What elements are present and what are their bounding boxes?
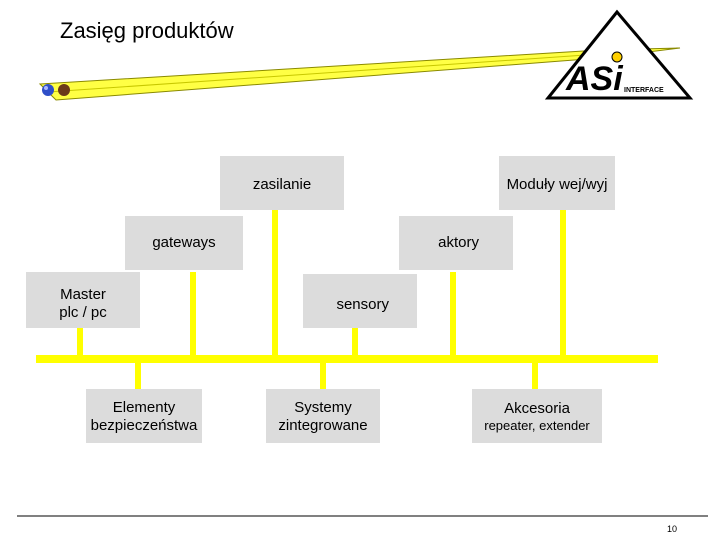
bus-lines bbox=[36, 210, 658, 390]
box-aktory-label: aktory bbox=[438, 234, 479, 251]
asi-logo: ASi INTERFACE bbox=[544, 9, 694, 100]
box-elementy-line2: bezpieczeństwa bbox=[90, 417, 198, 434]
box-moduly: Moduły wej/wyj bbox=[499, 156, 615, 210]
box-systemy-line2: zintegrowane bbox=[278, 417, 368, 434]
box-zasilanie: zasilanie bbox=[220, 156, 344, 210]
blue-wire-icon bbox=[42, 84, 54, 96]
box-zasilanie-label: zasilanie bbox=[252, 176, 312, 193]
box-sensory: sensory bbox=[303, 274, 417, 328]
box-master-line2: plc / pc bbox=[59, 304, 107, 321]
box-sensory-label: sensory bbox=[336, 296, 389, 313]
box-akcesoria-line1: Akcesoria bbox=[504, 400, 570, 417]
logo-subtext: INTERFACE bbox=[624, 87, 664, 94]
box-aktory: aktory bbox=[399, 216, 513, 270]
box-systemy-line1: Systemy bbox=[294, 399, 352, 416]
box-systemy: Systemy zintegrowane bbox=[266, 389, 380, 443]
page-title: Zasięg produktów bbox=[60, 18, 234, 43]
logo-text: ASi bbox=[565, 60, 624, 98]
box-elementy-line1: Elementy bbox=[112, 399, 176, 416]
box-akcesoria-line2: repeater, extender bbox=[484, 418, 590, 433]
box-gateways: gateways bbox=[125, 216, 243, 270]
box-elementy: Elementy bezpieczeństwa bbox=[86, 389, 202, 443]
box-akcesoria: Akcesoria repeater, extender bbox=[472, 389, 602, 443]
box-gateways-label: gateways bbox=[152, 234, 216, 251]
box-master-line1: Master bbox=[60, 286, 106, 303]
brown-wire-icon bbox=[58, 84, 70, 96]
page-number: 10 bbox=[667, 524, 678, 534]
box-master: Master plc / pc bbox=[26, 272, 140, 328]
box-moduly-label: Moduły wej/wyj bbox=[506, 176, 608, 193]
